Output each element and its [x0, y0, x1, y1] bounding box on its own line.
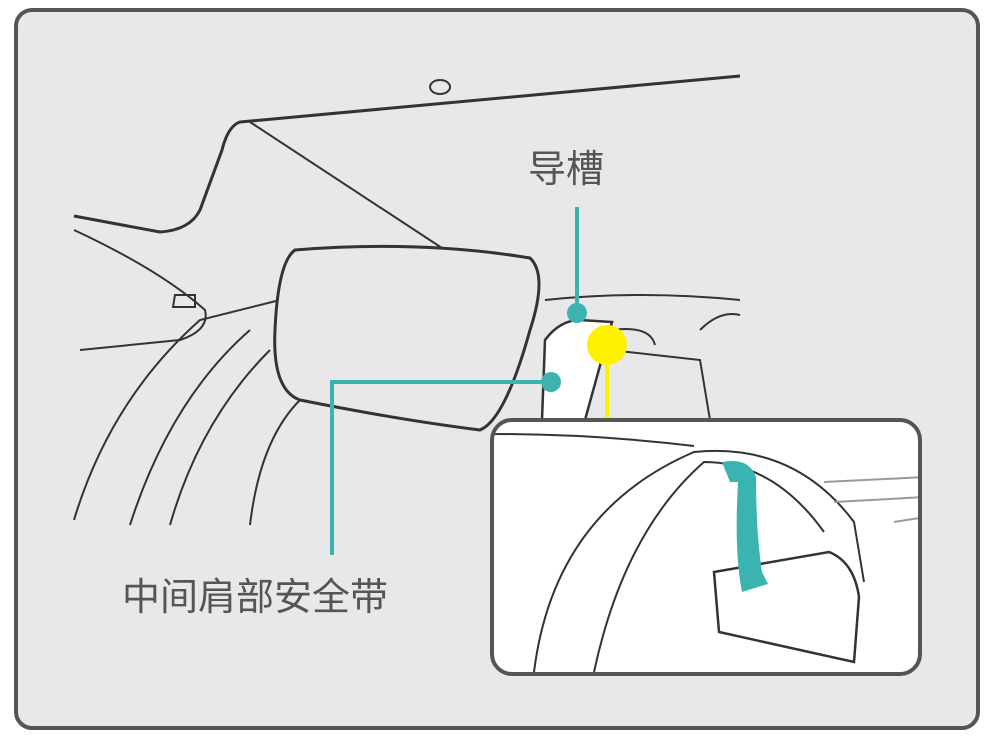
- detail-inset: [490, 418, 922, 676]
- door-panel: [73, 229, 207, 351]
- highlight-marker: [587, 325, 627, 365]
- center-shoulder-belt-label: 中间肩部安全带: [122, 575, 389, 619]
- seat-back: [249, 399, 301, 526]
- rear-window-edge: [249, 121, 446, 251]
- inset-headrest: [712, 550, 861, 664]
- seat-outline-inner: [593, 460, 825, 672]
- guide-slot-marker: [567, 303, 587, 323]
- seat-line-3: [169, 349, 271, 526]
- inset-roof: [494, 433, 695, 447]
- seat-line-2: [129, 329, 251, 526]
- rear-shelf: [544, 294, 741, 301]
- rear-pillar: [699, 313, 741, 331]
- guide-slot-label: 导槽: [528, 147, 605, 191]
- dome-light: [429, 79, 452, 95]
- door-handle: [171, 294, 196, 308]
- belt-marker: [541, 372, 561, 392]
- inset-background-lines: [823, 476, 918, 523]
- belt-leader: [330, 380, 550, 555]
- seat-outline-outer: [533, 449, 865, 672]
- belt-route-arrow-icon: [722, 461, 768, 592]
- headrest: [273, 244, 541, 432]
- seat-line-1: [73, 299, 281, 521]
- roof-line: [73, 74, 741, 234]
- rear-seat-right: [609, 349, 711, 421]
- belt-routing-detail: [494, 433, 918, 672]
